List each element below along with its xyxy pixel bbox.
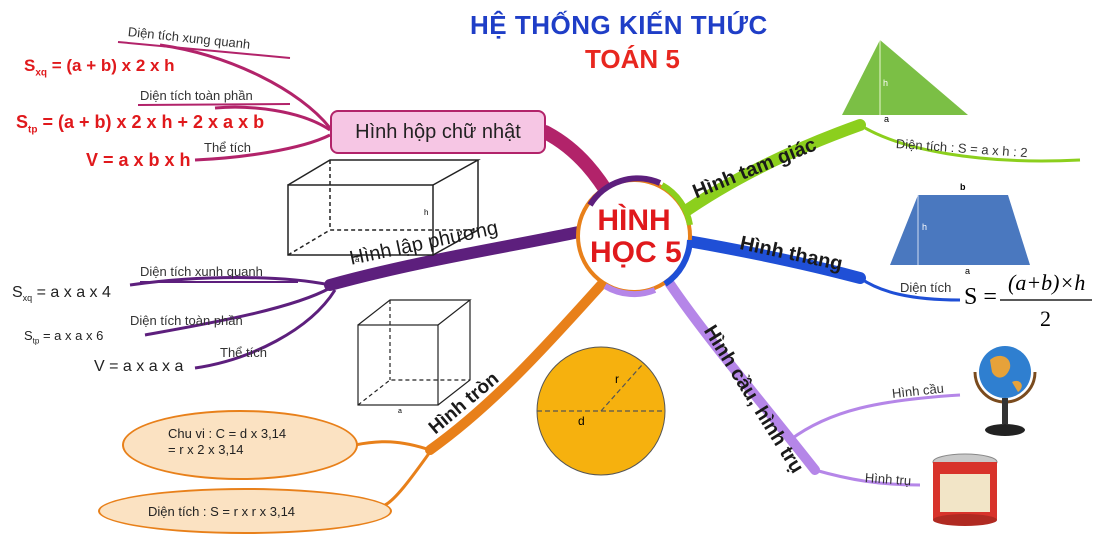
title-line1: HỆ THỐNG KIẾN THỨC [470,10,768,40]
trapezoid-area-label: Diện tích [900,280,952,295]
circle-area-bubble [98,488,392,534]
circle-radius-label: r [615,372,619,386]
branch-triangle [674,119,866,221]
cuboid-dim-h: h [424,208,429,217]
trapezoid-figure [890,195,1030,265]
globe-image [973,346,1037,436]
triangle-dim-a: a [884,114,890,124]
cube-volume-formula: V = a x a x a [94,358,184,375]
cube-lateral-label: Diện tích xunh quanh [140,264,263,279]
cube-figure [357,299,472,406]
trapezoid-formula-den: 2 [1040,306,1051,331]
cuboid-dim-a: a [355,255,360,264]
trapezoid-dim-h: h [922,222,928,232]
trapezoid-dim-a: a [965,266,971,276]
triangle-dim-h: h [883,78,889,88]
trapezoid-dim-b: b [960,182,966,192]
cuboid-total-label: Diện tích toàn phần [140,88,253,103]
branch-sphere-cylinder [659,270,820,475]
cube-volume-label: Thể tích [220,345,267,360]
center-line2: HỌC 5 [590,236,682,269]
cuboid-total-formula: Stp = (a + b) x 2 x h + 2 x a x b [16,112,265,136]
cube-lateral-formula: Sxq = a x a x 4 [12,284,111,304]
cuboid-node: Hình hộp chữ nhật [330,110,546,154]
can-image [932,453,998,526]
branch-circle [425,270,615,455]
cuboid-lateral-formula: Sxq = (a + b) x 2 x h [24,56,175,79]
cube-total-formula: Stp = a x a x 6 [24,328,104,346]
circle-figure [536,346,666,476]
circle-diameter-label: d [578,414,585,428]
branch-trapezoid [676,234,866,284]
center-label: HÌNH HỌC 5 [590,204,682,269]
trapezoid-formula-num: (a+b)×h [1008,270,1086,295]
cuboid-figure [287,159,481,256]
circle-perimeter-bubble [122,410,358,480]
circle-perimeter-line1: Chu vi : C = d x 3,14 [168,426,287,441]
cube-dim-a: a [398,408,402,415]
branch-cube [324,224,594,291]
cuboid-volume-label: Thể tích [204,140,251,155]
circle-perimeter-text: Chu vi : C = d x 3,14 = r x 2 x 3,14 [168,426,286,458]
circle-perimeter-line2: = r x 2 x 3,14 [168,442,244,457]
triangle-figure [842,40,968,115]
center-line1: HÌNH [597,204,671,237]
title-line2: TOÁN 5 [585,44,680,74]
cuboid-volume-formula: V = a x b x h [86,150,191,170]
cube-total-label: Diện tích toàn phần [130,313,243,328]
trapezoid-formula-s: S = [964,284,997,310]
circle-area-text: Diện tích : S = r x r x 3,14 [148,504,296,519]
cylinder-label: Hình trụ [864,470,912,489]
